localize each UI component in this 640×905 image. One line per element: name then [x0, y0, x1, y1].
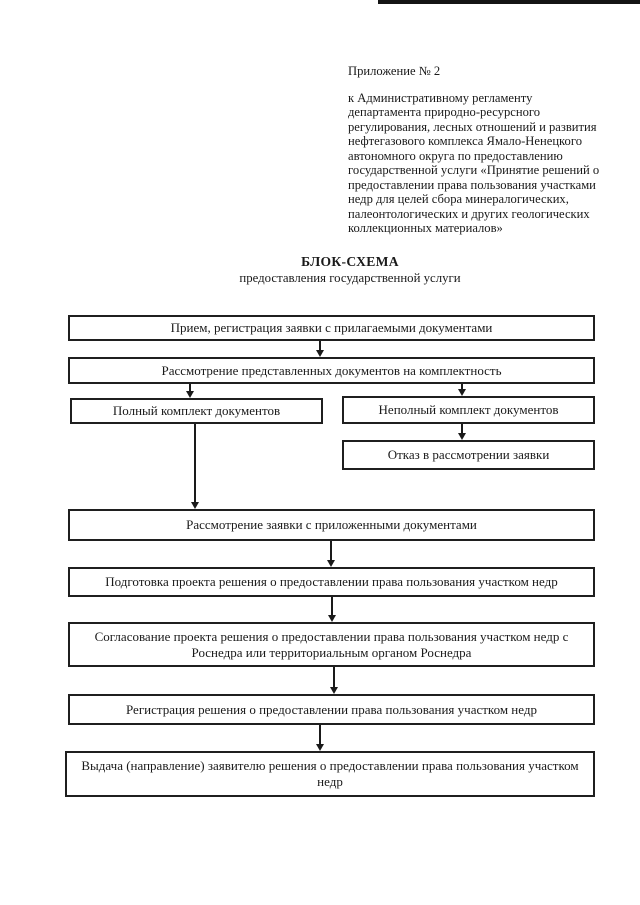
flow-arrow-to-issuance-icon	[316, 725, 324, 751]
flow-box-decision-registration: Регистрация решения о предоставлении пра…	[68, 694, 595, 725]
flow-arrow-to-complete-set-icon	[186, 384, 194, 398]
flow-arrow-to-refusal-icon	[458, 424, 466, 440]
scan-edge-artifact	[378, 0, 640, 4]
appendix-number: Приложение № 2	[348, 64, 441, 78]
flow-box-incomplete-set: Неполный комплект документов	[342, 396, 595, 424]
title-block: БЛОК-СХЕМА предоставления государственно…	[110, 254, 590, 286]
flow-arrow-to-draft-approval-icon	[328, 597, 336, 622]
flow-box-draft-preparation: Подготовка проекта решения о предоставле…	[68, 567, 595, 597]
flow-arrow-to-registration-icon	[330, 667, 338, 694]
flow-arrow-reception-to-review-icon	[316, 341, 324, 357]
flow-box-draft-approval: Согласование проекта решения о предостав…	[68, 622, 595, 667]
flow-box-refusal: Отказ в рассмотрении заявки	[342, 440, 595, 470]
flow-arrow-to-incomplete-set-icon	[458, 384, 466, 396]
flow-arrow-complete-to-review-application-icon	[191, 424, 199, 509]
flow-box-review-application: Рассмотрение заявки с приложенными докум…	[68, 509, 595, 541]
regulation-reference: к Административному регламенту департаме…	[348, 90, 600, 236]
appendix-block: Приложение № 2 к Административному регла…	[348, 64, 624, 236]
flow-arrow-to-draft-preparation-icon	[327, 541, 335, 567]
block-scheme-title: БЛОК-СХЕМА	[301, 254, 399, 269]
block-scheme-subtitle: предоставления государственной услуги	[239, 271, 461, 285]
flow-box-reception: Прием, регистрация заявки с прилагаемыми…	[68, 315, 595, 341]
flow-box-review-completeness: Рассмотрение представленных документов н…	[68, 357, 595, 384]
flow-box-complete-set: Полный комплект документов	[70, 398, 323, 424]
flow-box-decision-issuance: Выдача (направление) заявителю решения о…	[65, 751, 595, 797]
